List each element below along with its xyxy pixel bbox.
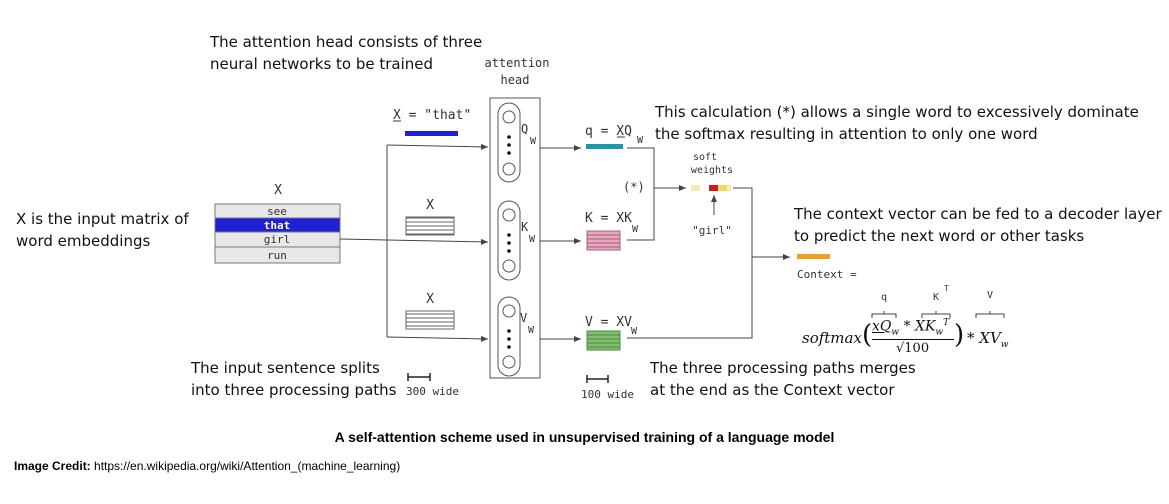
x-current-vector — [405, 131, 458, 136]
k-label: K = XK — [585, 211, 632, 226]
x-label-k: X — [426, 198, 434, 213]
v-label: V = XV — [585, 315, 632, 330]
formula-softmax: softmax — [802, 329, 862, 347]
weights-v-merge-line — [627, 187, 753, 339]
q-network — [497, 102, 521, 183]
formula-v-label: V — [987, 290, 993, 301]
formula-k-brace — [921, 311, 951, 318]
formula-vw-sub: w — [1000, 340, 1009, 350]
formula-open-paren: ( — [862, 320, 873, 350]
soft-weights-vector — [691, 185, 731, 191]
word-see: see — [267, 205, 287, 218]
context-annotation: The context vector can be fed to a decod… — [794, 203, 1162, 247]
formula-fraction-bar — [872, 339, 954, 340]
word-girl: girl — [264, 233, 291, 246]
q-label: q = XQ — [585, 124, 632, 139]
formula-q-brace — [871, 311, 897, 318]
context-vector — [797, 254, 830, 259]
x-label-v: X — [426, 292, 434, 307]
attention-head-label-1: attention — [484, 56, 549, 70]
input-annotation-line-1: X is the input matrix of — [16, 210, 189, 228]
formula-numerator: xQw * XKwT — [872, 318, 949, 337]
k-network — [497, 200, 521, 281]
soft-weights-label-1: soft — [693, 152, 717, 163]
k-net-sub: W — [529, 234, 536, 245]
scale-300-label: 300 wide — [406, 385, 459, 398]
v-network — [497, 296, 521, 377]
scale-100 — [586, 375, 609, 383]
q-vector — [586, 144, 623, 149]
split-annotation: The input sentence splits into three pro… — [191, 357, 396, 401]
k-label-sub: W — [632, 224, 639, 235]
formula-t-label: T — [944, 284, 949, 293]
formula-times-v: * XV — [967, 329, 1001, 347]
formula-xq: xQ — [872, 318, 892, 335]
q-net-label: Q — [521, 122, 528, 136]
v-net-sub: W — [528, 325, 535, 336]
input-annotation-line-2: word embeddings — [16, 232, 151, 250]
formula-tail: * XVw — [967, 329, 1009, 350]
input-arrow — [339, 238, 489, 245]
formula-kw-sub: w — [935, 327, 944, 338]
context-label: Context = — [797, 268, 857, 281]
split-annotation-line-1: The input sentence splits — [191, 359, 380, 377]
word-that: that — [264, 219, 291, 232]
head-annotation: The attention head consists of three neu… — [210, 31, 482, 75]
x-matrix-k — [405, 216, 455, 236]
star-label: (*) — [623, 180, 645, 194]
formula-v-brace — [975, 311, 1005, 318]
split-arrow-q — [386, 143, 489, 150]
q-net-sub: W — [530, 136, 537, 147]
image-credit-label: Image Credit: — [14, 459, 91, 473]
calculation-annotation-line-1: This calculation (*) allows a single wor… — [655, 103, 1139, 121]
x-matrix-v — [405, 310, 455, 330]
scale-100-label: 100 wide — [581, 388, 634, 401]
formula-k-label: K — [933, 292, 939, 303]
merge-annotation-line-2: at the end as the Context vector — [650, 381, 895, 399]
formula-q-label: q — [881, 292, 887, 303]
merge-annotation: The three processing paths merges at the… — [650, 357, 916, 401]
v-matrix — [586, 330, 621, 351]
formula-times-k: * XK — [899, 318, 936, 335]
split-arrow-v — [386, 335, 489, 342]
figure-caption: A self-attention scheme used in unsuperv… — [334, 429, 835, 445]
split-annotation-line-2: into three processing paths — [191, 381, 397, 399]
v-label-sub: W — [631, 326, 638, 337]
soft-weights-label-2: weights — [691, 165, 733, 176]
k-net-label: K — [521, 220, 529, 234]
formula-denominator: √100 — [896, 341, 930, 356]
formula-kw-sup: T — [943, 318, 950, 328]
v-net-label: V — [520, 311, 527, 325]
q-label-sub: W — [637, 135, 644, 146]
word-matrix — [214, 203, 341, 264]
word-run: run — [267, 249, 287, 262]
merge-annotation-line-1: The three processing paths merges — [650, 359, 916, 377]
scale-300 — [407, 373, 431, 381]
x-matrix-label: X — [274, 183, 282, 198]
qk-merge-line — [627, 147, 655, 241]
calculation-annotation: This calculation (*) allows a single wor… — [655, 101, 1139, 145]
k-matrix — [586, 230, 621, 251]
context-annotation-line-1: The context vector can be fed to a decod… — [794, 205, 1162, 223]
girl-label: "girl" — [692, 224, 732, 237]
head-annotation-line-2: neural networks to be trained — [210, 55, 434, 73]
image-credit: Image Credit: https://en.wikipedia.org/w… — [14, 459, 400, 473]
input-annotation: X is the input matrix of word embeddings — [16, 208, 189, 252]
formula-close-paren: ) — [954, 320, 965, 350]
image-credit-url: https://en.wikipedia.org/wiki/Attention_… — [94, 459, 401, 473]
formula-qw-sub: w — [891, 327, 900, 338]
x-current-label: X = "that" — [393, 108, 471, 123]
calculation-annotation-line-2: the softmax resulting in attention to on… — [655, 125, 1038, 143]
head-annotation-line-1: The attention head consists of three — [210, 33, 483, 51]
attention-head-label-2: head — [501, 73, 530, 87]
context-annotation-line-2: to predict the next word or other tasks — [794, 227, 1085, 245]
